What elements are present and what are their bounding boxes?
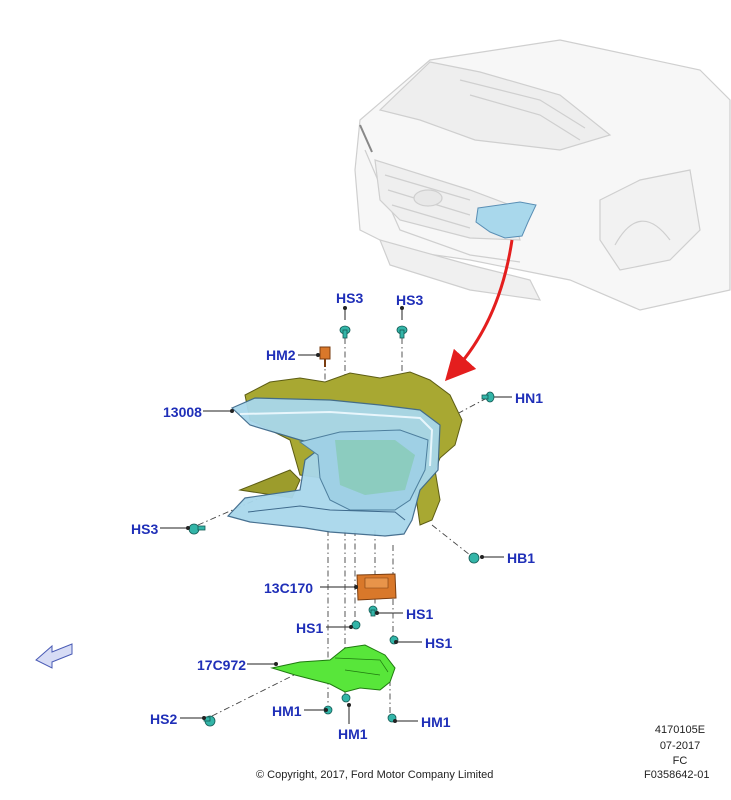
callout-hm1-left: HM1 [272,703,302,719]
truck-front-illustration [354,39,731,311]
truck-headlamp-highlight [475,201,537,239]
callout-hn1: HN1 [515,390,544,406]
figure-id: F0358642-01 [644,769,710,781]
callout-hs1-right-b: HS1 [425,635,453,651]
callout-hs3-top-left: HS3 [336,290,364,306]
leader-lines [160,308,512,724]
figure-code: FC [672,755,688,767]
callout-hb1: HB1 [507,550,536,566]
callout-hs3-top-right: HS3 [396,292,424,308]
copyright-notice: © Copyright, 2017, Ford Motor Company Li… [256,769,494,781]
figure-date: 07-2017 [659,740,701,752]
direction-arrow [444,239,514,382]
control-module [356,573,397,601]
mounting-bracket [270,644,396,693]
callout-13c170: 13C170 [264,580,314,596]
callout-hm1-bottom: HM1 [338,726,368,742]
fastener-icon [188,325,495,727]
callout-hs1-left: HS1 [296,620,324,636]
headlamp-assembly [226,346,463,537]
direction-arrow-icon [35,643,73,669]
callout-17c972: 17C972 [197,657,247,673]
reference-number: 4170105E [654,724,706,736]
callout-13008: 13008 [163,404,202,420]
callout-hm1-right: HM1 [421,714,451,730]
callout-hs2: HS2 [150,711,178,727]
callout-hs1-right-a: HS1 [406,606,434,622]
callout-hm2: HM2 [266,347,296,363]
callout-hs3-left: HS3 [131,521,159,537]
